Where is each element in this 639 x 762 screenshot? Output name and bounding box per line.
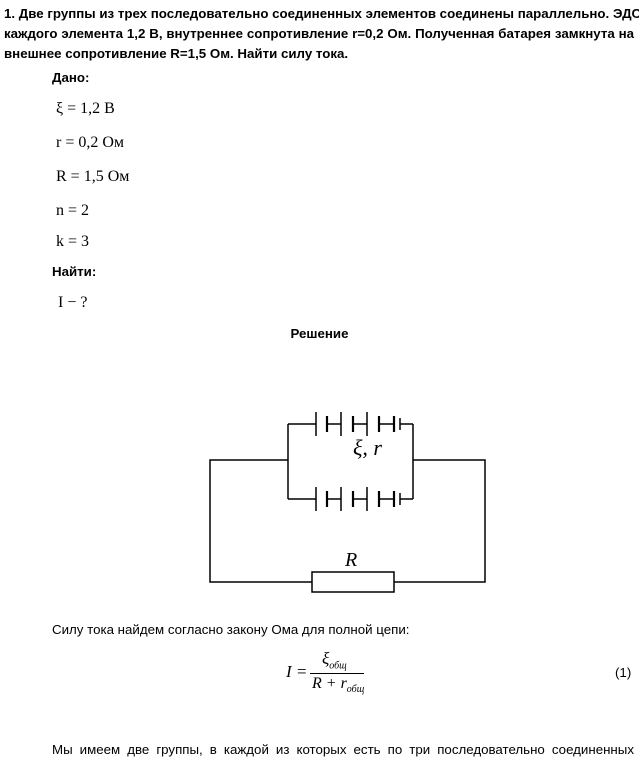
solution-title: Решение xyxy=(290,326,349,341)
formula-num-symbol: ξ xyxy=(322,649,330,668)
formula-fraction-bar xyxy=(310,673,364,674)
resistor-R xyxy=(311,571,395,593)
given-internal-resistance: r = 0,2 Ом xyxy=(56,134,125,151)
find-label: Найти: xyxy=(52,264,97,279)
given-k: k = 3 xyxy=(56,233,90,250)
given-label: Дано: xyxy=(52,70,90,85)
continuation-text: Мы имеем две группы, в каждой из которых… xyxy=(52,742,634,757)
given-n: n = 2 xyxy=(56,202,90,219)
circuit-diagram: ξ, r R xyxy=(209,412,486,593)
formula-lhs: I = xyxy=(286,662,308,681)
wire-left xyxy=(209,459,312,583)
ohm-law-text: Силу тока найдем согласно закону Ома для… xyxy=(52,622,410,637)
problem-line-2: каждого элемента 1,2 В, внутреннее сопро… xyxy=(4,26,634,41)
given-external-resistance: R = 1,5 Ом xyxy=(56,168,130,185)
formula-denominator: R + rобщ xyxy=(312,675,364,695)
formula-den-main: R + r xyxy=(312,675,347,692)
find-value: I − ? xyxy=(58,294,88,311)
problem-line-3: внешнее сопротивление R=1,5 Ом. Найти си… xyxy=(4,46,349,61)
ohm-formula: I = ξобщ R + rобщ (1) xyxy=(0,648,639,700)
given-emf: ξ = 1,2 В xyxy=(56,100,115,117)
formula-numerator: ξобщ xyxy=(322,649,347,671)
wire-right xyxy=(394,459,486,583)
formula-den-sub: общ xyxy=(346,684,365,696)
resistor-label: R xyxy=(344,549,357,571)
problem-statement: 1. Две группы из трех последовательно со… xyxy=(4,4,639,64)
problem-line-1: 1. Две группы из трех последовательно со… xyxy=(4,6,639,21)
formula-num-sub: общ xyxy=(329,660,347,672)
formula-number: (1) xyxy=(615,665,632,680)
source-label: ξ, r xyxy=(353,435,382,460)
